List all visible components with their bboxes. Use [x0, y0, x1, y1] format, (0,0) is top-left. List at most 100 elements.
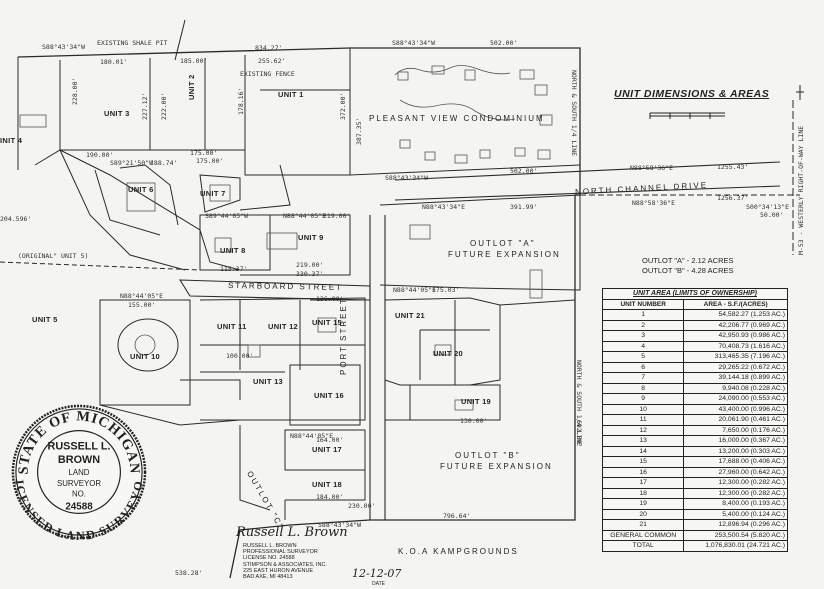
surveyor-info-line: LICENSE NO. 24588: [243, 555, 295, 562]
dimension-length: 330.37': [296, 270, 324, 278]
unit-area-cell: 39,144.18 (0.899 AC.): [683, 372, 788, 384]
dimension-bearing: N88°44'05"E: [290, 432, 334, 440]
unit-area-cell: 17,688.00 (0.406 AC.): [683, 456, 788, 468]
koa-kampgrounds-label: K.O.A KAMPGROUNDS: [398, 547, 519, 556]
seal-no-label: NO.: [72, 490, 86, 499]
outlot-name: OUTLOT "A": [642, 256, 685, 265]
dimension-length: 796.64': [443, 512, 471, 520]
unit-number-cell: 13: [601, 435, 685, 447]
sheet-title: UNIT DIMENSIONS & AREAS: [614, 88, 770, 100]
dimension-length: 178.16': [237, 87, 245, 115]
unit-19-label: UNIT 19: [461, 397, 492, 406]
unit-area-cell: 20,061.90 (0.461 AC.): [683, 414, 788, 426]
dimension-bearing: S89°44'05"W: [205, 212, 249, 220]
column-header: UNIT NUMBER: [601, 298, 685, 310]
dimension-length: 204.596': [0, 215, 32, 223]
unit-area-cell: 16,000.00 (0.367 AC.): [683, 435, 788, 447]
unit-3-label: UNIT 3: [104, 109, 130, 118]
dimension-length: 100.00': [226, 352, 254, 360]
dimension-bearing: S00°34'13"E: [746, 203, 790, 211]
unit-number-cell: 10: [601, 403, 685, 415]
outlot-a-subtitle: FUTURE EXPANSION: [448, 250, 561, 259]
dimension-length: 538.28': [175, 569, 203, 577]
dimension-length: 184.00': [316, 493, 344, 501]
unit-number-cell: 14: [601, 445, 685, 457]
unit-number-cell: 19: [601, 498, 685, 510]
unit-number-cell: 8: [601, 382, 685, 394]
dimension-length: 387.35': [355, 117, 363, 145]
unit-area-cell: 29,265.22 (0.672 AC.): [683, 361, 788, 373]
unit-2-label: UNIT 2: [187, 74, 196, 100]
unit-area-cell: 54,582.27 (1.253 AC.): [683, 309, 788, 321]
surveyor-info-line: BAD AXE, MI 48413: [243, 574, 293, 581]
unit-area-cell: 27,960.00 (0.642 AC.): [683, 466, 788, 478]
unit-number-cell: 21: [601, 519, 685, 531]
unit-6-label: UNIT 6: [128, 185, 154, 194]
unit-10-label: UNIT 10: [130, 352, 161, 361]
unit-21-label: UNIT 21: [395, 311, 426, 320]
unit-18-label: UNIT 18: [312, 480, 343, 489]
dimension-bearing: N88°58'36"E: [630, 164, 674, 172]
unit-15-label: UNIT 15: [312, 318, 343, 327]
dimension-length: 391.99': [510, 203, 538, 211]
unit-number-cell: 7: [601, 372, 685, 384]
unit-11-label: UNIT 11: [217, 322, 247, 331]
unit-area-cell: 13,200.00 (0.303 AC.): [683, 445, 788, 457]
unit-area-cell: 12,300.00 (0.282 AC.): [683, 477, 788, 489]
unit-number-cell: 15: [601, 456, 685, 468]
dimension-length: 175.03': [432, 286, 460, 294]
dimension-bearing: S88°43'34"W: [42, 43, 86, 51]
date-caption: DATE: [372, 581, 385, 587]
seal-name-line2: BROWN: [58, 454, 100, 466]
unit-number-cell: GENERAL COMMON: [601, 529, 685, 541]
unit-area-cell: 42,950.93 (0.986 AC.): [683, 330, 788, 342]
dimension-length: 155.00': [128, 301, 156, 309]
dimension-bearing: S89°21'50"W: [110, 159, 154, 167]
column-header: AREA - S.F./(ACRES): [683, 298, 788, 310]
outlot-b-label: OUTLOT "B": [455, 451, 521, 460]
unit-number-cell: TOTAL: [601, 540, 685, 552]
unit-area-cell: 8,400.00 (0.193 AC.): [683, 498, 788, 510]
unit-area-cell: 1,076,830.01 (24.721 AC.): [683, 540, 788, 552]
unit-number-cell: 20: [601, 508, 685, 520]
surveyor-info-line: STIMPSON & ASSOCIATES, INC.: [243, 561, 327, 568]
unit-9-label: UNIT 9: [298, 233, 324, 242]
unit-number-cell: 17: [601, 477, 685, 489]
dimension-length: 130.00': [460, 417, 488, 425]
unit-area-cell: 24,090.00 (0.553 AC.): [683, 393, 788, 405]
dimension-length: 372.00': [339, 92, 347, 120]
unit-area-cell: 42,206.77 (0.969 AC.): [683, 319, 788, 331]
outlot-area: - 2.12 ACRES: [686, 256, 734, 265]
dimension-length: 230.00': [348, 502, 376, 510]
dimension-bearing: S88°43'34"W: [318, 521, 362, 529]
dimension-length: 222.00': [160, 92, 168, 120]
unit-number-cell: 5: [601, 351, 685, 363]
unit-number-cell: 2: [601, 319, 685, 331]
original-unit5-label: (ORIGINAL" UNIT 5): [18, 252, 89, 260]
dimension-length: 227.12': [141, 92, 149, 120]
unit-area-cell: 12,300.00 (0.282 AC.): [683, 487, 788, 499]
dimension-length: 1255.43': [717, 163, 749, 171]
outlot-name: OUTLOT "B": [642, 266, 685, 275]
dimension-length: 219.00': [323, 212, 351, 220]
unit-area-table: UNIT AREA (LIMITS OF OWNERSHIP) UNIT NUM…: [601, 288, 788, 552]
surveyor-info-line: 225 EAST HURON AVENUE: [243, 567, 314, 574]
row-line-label: M-53 - WESTERLY RIGHT-OF-WAY LINE: [797, 125, 805, 255]
unit-number-cell: 9: [601, 393, 685, 405]
unit-number-cell: 3: [601, 330, 685, 342]
